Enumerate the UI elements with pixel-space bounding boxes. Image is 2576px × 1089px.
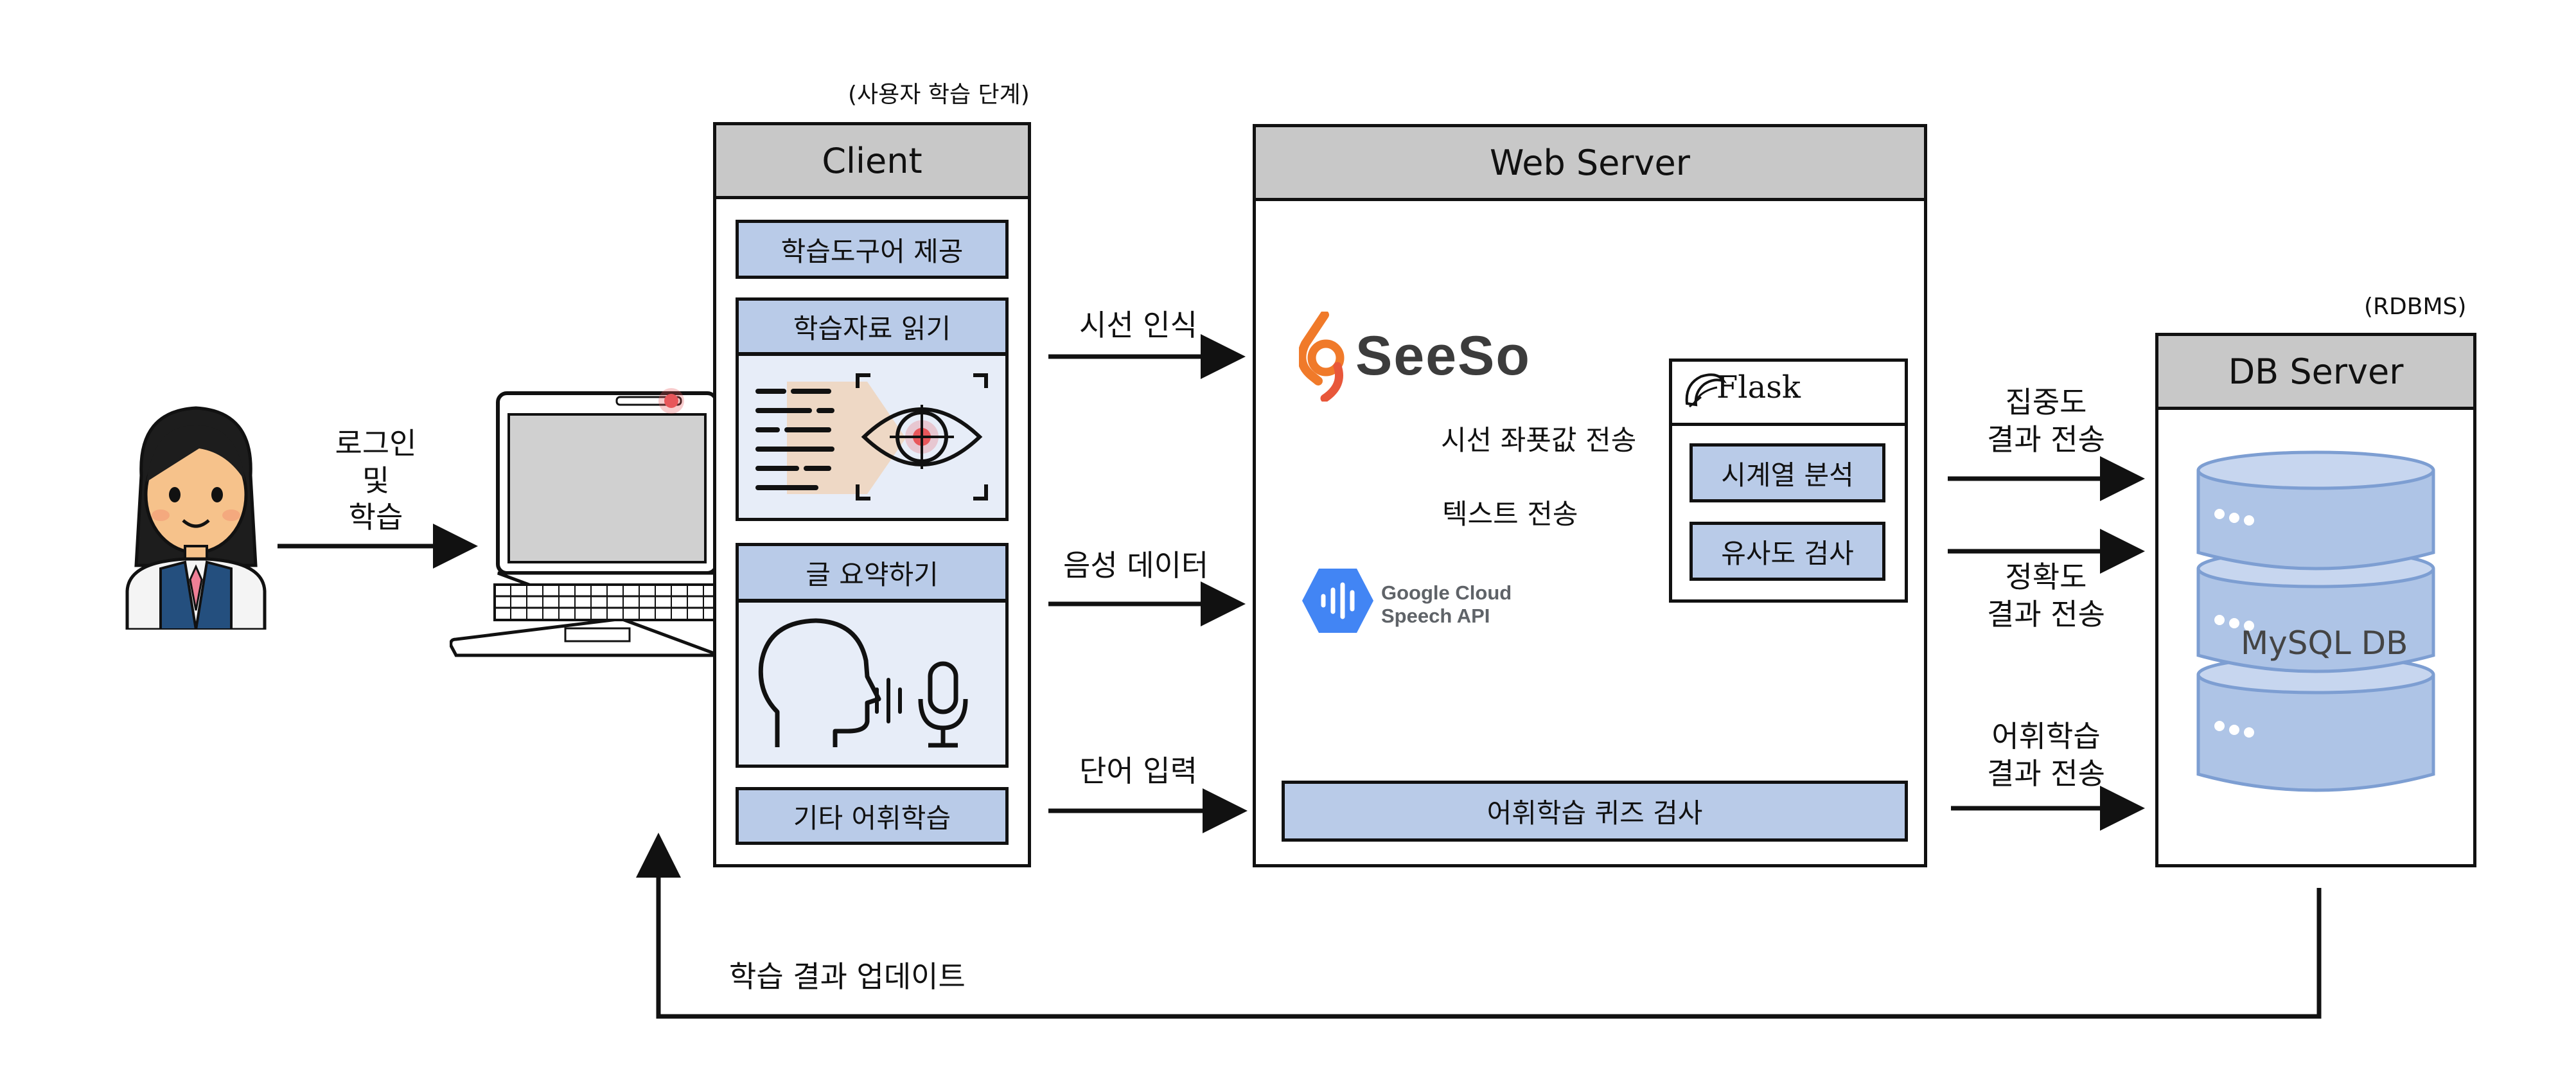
flask-item-timeseries: 시계열 분석	[1689, 443, 1885, 502]
label-gaze-send: 시선 좌푯값 전송	[1441, 425, 1637, 457]
flow-label-focus-line-2: 결과 전송	[1987, 421, 2105, 457]
client-title: Client	[716, 125, 1028, 199]
flow-label-accuracy-line-2: 결과 전송	[1987, 596, 2105, 632]
flow-label-vocab-line-1: 어휘학습	[1991, 719, 2101, 754]
client-item-vocab: 기타 어휘학습	[736, 787, 1009, 845]
google-logo-line-2: Speech API	[1381, 604, 1490, 627]
login-label: 로그인 및 학습	[302, 425, 450, 536]
laptop-icon	[450, 388, 720, 657]
google-speech-logo-text: Google Cloud Speech API	[1381, 581, 1512, 627]
flow-label-focus-line-1: 집중도	[2005, 385, 2087, 420]
client-item-summary: 글 요약하기	[736, 543, 1009, 602]
user-icon	[125, 406, 267, 630]
login-label-line-3: 학습	[348, 500, 403, 535]
flow-label-accuracy-line-1: 정확도	[2005, 560, 2087, 594]
flask-header	[1672, 362, 1905, 426]
client-item-reading: 학습자료 읽기	[736, 297, 1009, 355]
web-item-quiz: 어휘학습 퀴즈 검사	[1282, 781, 1908, 842]
flow-label-gaze: 시선 인식	[1079, 308, 1197, 342]
google-logo-line-1: Google Cloud	[1381, 581, 1512, 604]
label-text-send: 텍스트 전송	[1442, 499, 1578, 531]
reading-panel	[736, 353, 1009, 521]
login-label-line-1: 로그인	[335, 426, 417, 461]
eye-tracking-icon	[755, 373, 988, 500]
speaking-head-icon	[758, 618, 968, 748]
flow-label-vocab-line-2: 결과 전송	[1987, 756, 2105, 791]
flask-item-similarity: 유사도 검사	[1689, 522, 1885, 581]
flask-logo-text: Flask	[1716, 369, 1801, 405]
login-label-line-2: 및	[362, 463, 390, 498]
db-server-title: DB Server	[2158, 336, 2473, 410]
seeso-logo-text: SeeSo	[1355, 325, 1531, 387]
flask-logo-icon	[1685, 373, 1727, 408]
flow-label-voice: 음성 데이터	[1063, 548, 1209, 583]
flow-label-vocab-result: 어휘학습 결과 전송	[1959, 718, 2133, 792]
seeso-logo-icon	[1299, 312, 1345, 402]
feedback-label: 학습 결과 업데이트	[729, 959, 966, 994]
flow-label-focus: 집중도 결과 전송	[1959, 384, 2133, 458]
summary-panel	[736, 599, 1009, 768]
google-speech-logo-icon	[1302, 569, 1373, 633]
flow-label-accuracy: 정확도 결과 전송	[1959, 559, 2133, 633]
client-item-tools: 학습도구어 제공	[736, 220, 1009, 279]
flow-label-word: 단어 입력	[1079, 754, 1197, 788]
db-label: MySQL DB	[2241, 624, 2408, 662]
client-stage-note: (사용자 학습 단계)	[848, 82, 1030, 108]
arrow-feedback	[636, 833, 2322, 1019]
db-note: (RDBMS)	[2364, 294, 2467, 320]
database-icon	[2196, 450, 2435, 792]
web-server-title: Web Server	[1256, 127, 1924, 201]
